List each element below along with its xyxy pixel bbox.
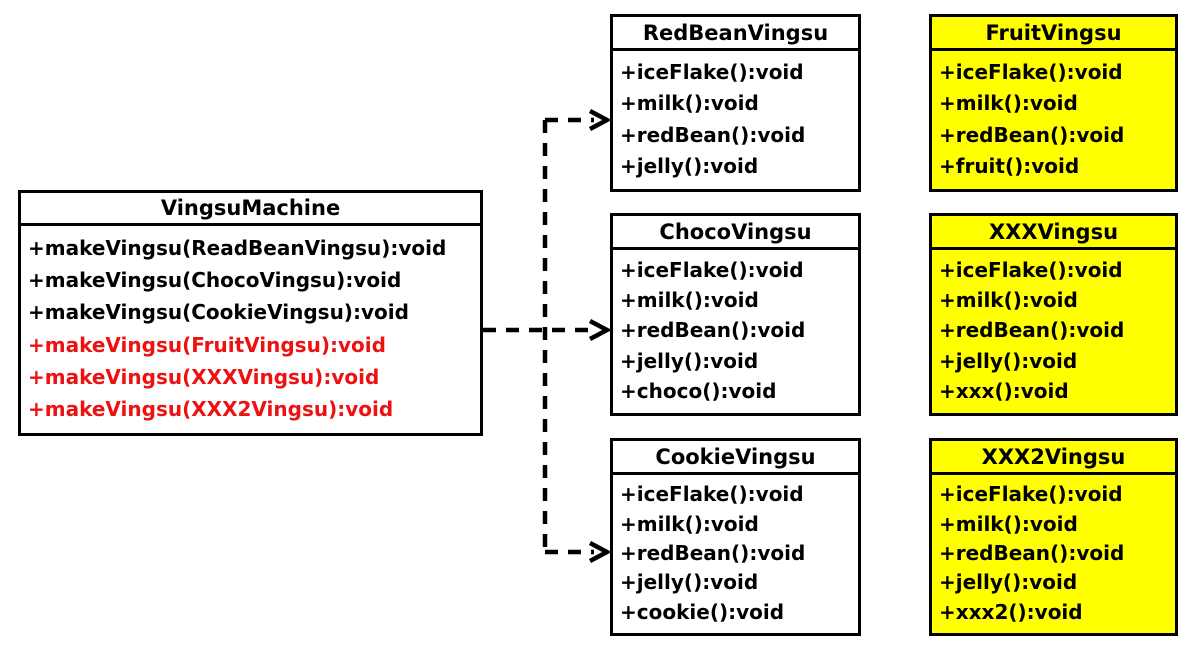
class-methods: +iceFlake():void +milk():void +redBean()…: [613, 250, 858, 413]
method: +redBean():void: [939, 318, 1125, 343]
class-methods: +makeVingsu(ReadBeanVingsu):void +makeVi…: [21, 226, 480, 433]
method: +makeVingsu(ChocoVingsu):void: [28, 268, 402, 293]
class-title: RedBeanVingsu: [613, 17, 858, 51]
method: +redBean():void: [620, 318, 806, 343]
class-methods: +iceFlake():void +milk():void +redBean()…: [613, 51, 858, 189]
class-box-xxxvingsu: XXXVingsu +iceFlake():void +milk():void …: [929, 213, 1178, 416]
class-box-fruitvingsu: FruitVingsu +iceFlake():void +milk():voi…: [929, 14, 1178, 192]
arrowhead-redbean: [588, 109, 612, 131]
method: +iceFlake():void: [620, 60, 804, 85]
class-box-xxx2vingsu: XXX2Vingsu +iceFlake():void +milk():void…: [929, 438, 1178, 636]
method: +makeVingsu(CookieVingsu):void: [28, 300, 409, 325]
method: +xxx():void: [939, 378, 1069, 403]
class-title: FruitVingsu: [932, 17, 1175, 51]
class-title: ChocoVingsu: [613, 216, 858, 250]
method: +cookie():void: [620, 599, 785, 624]
class-title: VingsuMachine: [21, 193, 480, 226]
class-title: XXX2Vingsu: [932, 441, 1175, 475]
class-methods: +iceFlake():void +milk():void +redBean()…: [932, 475, 1175, 633]
method: +jelly():void: [620, 153, 759, 178]
method: +iceFlake():void: [939, 60, 1123, 85]
arrowhead-cookie: [588, 541, 612, 563]
method: +iceFlake():void: [620, 258, 804, 283]
method: +redBean():void: [620, 122, 806, 147]
method: +jelly():void: [939, 348, 1078, 373]
method: +iceFlake():void: [939, 482, 1123, 507]
method: +milk():void: [939, 288, 1078, 313]
method: +makeVingsu(ReadBeanVingsu):void: [28, 236, 447, 261]
arrowhead-choco: [588, 319, 612, 341]
method: +milk():void: [620, 288, 759, 313]
class-methods: +iceFlake():void +milk():void +redBean()…: [932, 250, 1175, 413]
class-box-redbeanvingsu: RedBeanVingsu +iceFlake():void +milk():v…: [610, 14, 861, 192]
method: +choco():void: [620, 378, 777, 403]
class-title: CookieVingsu: [613, 441, 858, 475]
method: +redBean():void: [620, 540, 806, 565]
method: +jelly():void: [620, 570, 759, 595]
method: +makeVingsu(XXXVingsu):void: [28, 364, 380, 389]
method: +makeVingsu(XXX2Vingsu):void: [28, 396, 394, 421]
method: +milk():void: [939, 511, 1078, 536]
class-methods: +iceFlake():void +milk():void +redBean()…: [932, 51, 1175, 189]
method: +milk():void: [620, 91, 759, 116]
class-box-cookievingsu: CookieVingsu +iceFlake():void +milk():vo…: [610, 438, 861, 636]
method: +redBean():void: [939, 540, 1125, 565]
method: +makeVingsu(FruitVingsu):void: [28, 332, 386, 357]
method: +fruit():void: [939, 153, 1080, 178]
method: +redBean():void: [939, 122, 1125, 147]
class-methods: +iceFlake():void +milk():void +redBean()…: [613, 475, 858, 633]
method: +iceFlake():void: [939, 258, 1123, 283]
class-box-chocovingsu: ChocoVingsu +iceFlake():void +milk():voi…: [610, 213, 861, 416]
method: +xxx2():void: [939, 599, 1083, 624]
class-title: XXXVingsu: [932, 216, 1175, 250]
method: +iceFlake():void: [620, 482, 804, 507]
method: +milk():void: [939, 91, 1078, 116]
method: +jelly():void: [620, 348, 759, 373]
method: +jelly():void: [939, 570, 1078, 595]
method: +milk():void: [620, 511, 759, 536]
class-box-vingsumachine: VingsuMachine +makeVingsu(ReadBeanVingsu…: [18, 190, 483, 436]
